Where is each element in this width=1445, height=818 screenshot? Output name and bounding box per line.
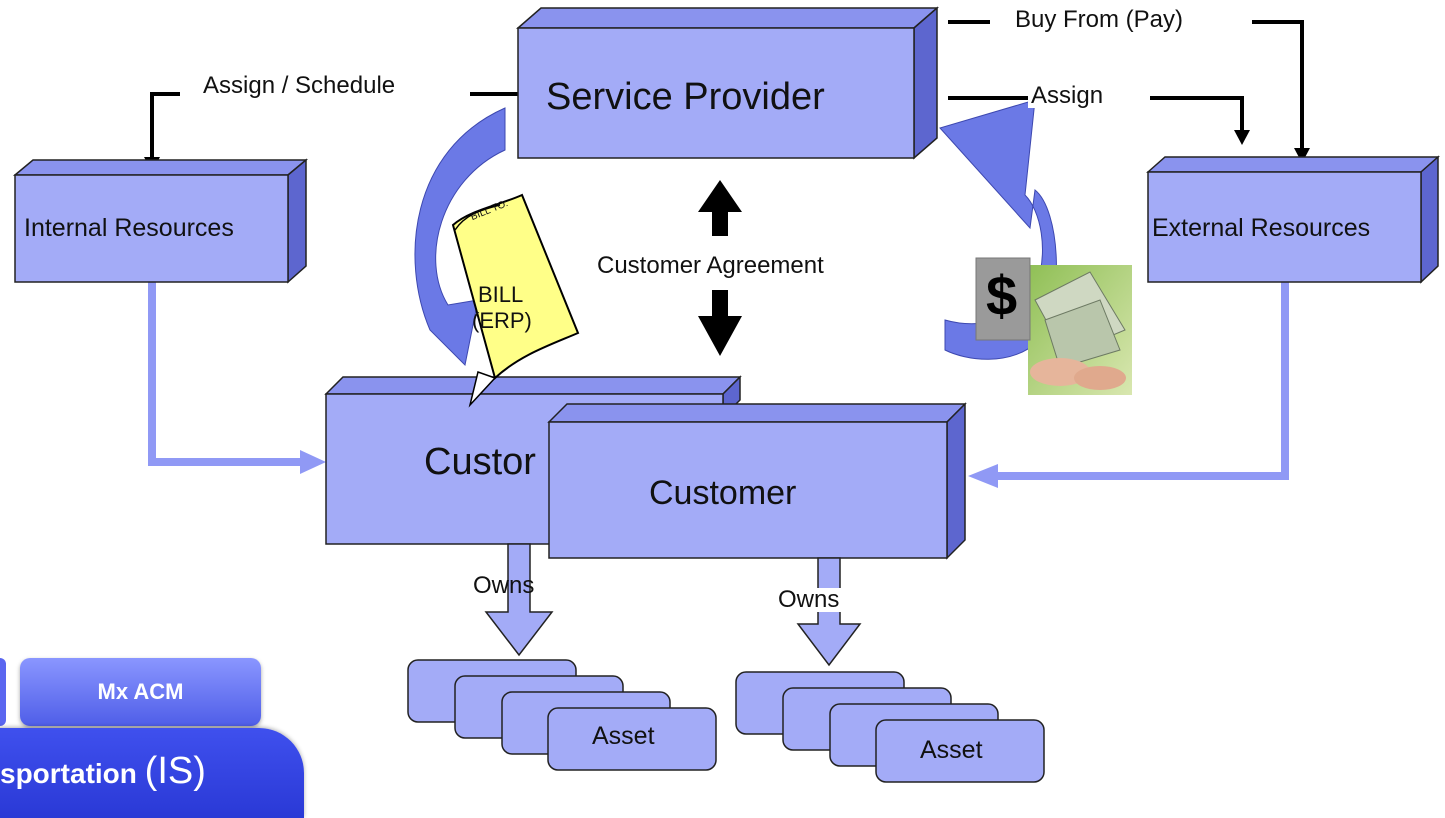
asset-stack-right — [735, 671, 1045, 783]
internal-resources-box — [12, 158, 309, 284]
buy-from-pay-label: Buy From (Pay) — [1012, 8, 1187, 32]
flow-arrows — [148, 282, 1289, 480]
agreement-arrows — [698, 180, 742, 356]
external-resources-box — [1146, 155, 1440, 284]
arrowhead — [1294, 148, 1310, 163]
asset-stack-left — [407, 659, 717, 771]
service-provider-label: Service Provider — [546, 76, 825, 118]
owns-label-right: Owns — [775, 588, 843, 612]
arrowhead — [1234, 130, 1250, 145]
assign-schedule-label: Assign / Schedule — [200, 74, 399, 98]
dollar-sign-label: $ — [986, 264, 1018, 327]
curved-arrow-icon — [414, 107, 506, 367]
transportation-tab[interactable]: sportation (IS) — [0, 728, 304, 818]
service-provider-box — [515, 6, 940, 160]
curved-arrow-icon — [939, 99, 1057, 360]
bill-line2: (ERP) — [472, 308, 532, 333]
transportation-label: sportation (IS) — [0, 750, 206, 792]
asset-label-left: Asset — [592, 722, 655, 750]
dollar-sign-icon — [975, 257, 1031, 341]
owns-label-left: Owns — [473, 572, 535, 599]
diagram-canvas: Service Provider Internal Resources Exte… — [0, 6, 1440, 818]
customer-front-box — [547, 402, 967, 560]
internal-resources-label: Internal Resources — [24, 214, 234, 242]
external-resources-label: External Resources — [1152, 214, 1371, 242]
bill-document-icon — [451, 193, 580, 408]
mx-acm-label: Mx ACM — [97, 679, 184, 704]
mx-acm-tab[interactable]: Mx ACM — [20, 658, 261, 726]
customer-front-label: Customer — [649, 474, 797, 512]
customer-back-label: Custor — [424, 441, 536, 483]
customer-agreement-label: Customer Agreement — [594, 254, 827, 278]
bill-line1: BILL — [478, 282, 524, 307]
connector-lines — [150, 20, 1304, 160]
asset-label-right: Asset — [920, 736, 983, 764]
owns-arrow-left — [484, 543, 554, 657]
assign-label: Assign — [1028, 84, 1107, 108]
hidden-tab-edge[interactable] — [0, 658, 6, 726]
money-hands-icon — [1028, 265, 1132, 395]
